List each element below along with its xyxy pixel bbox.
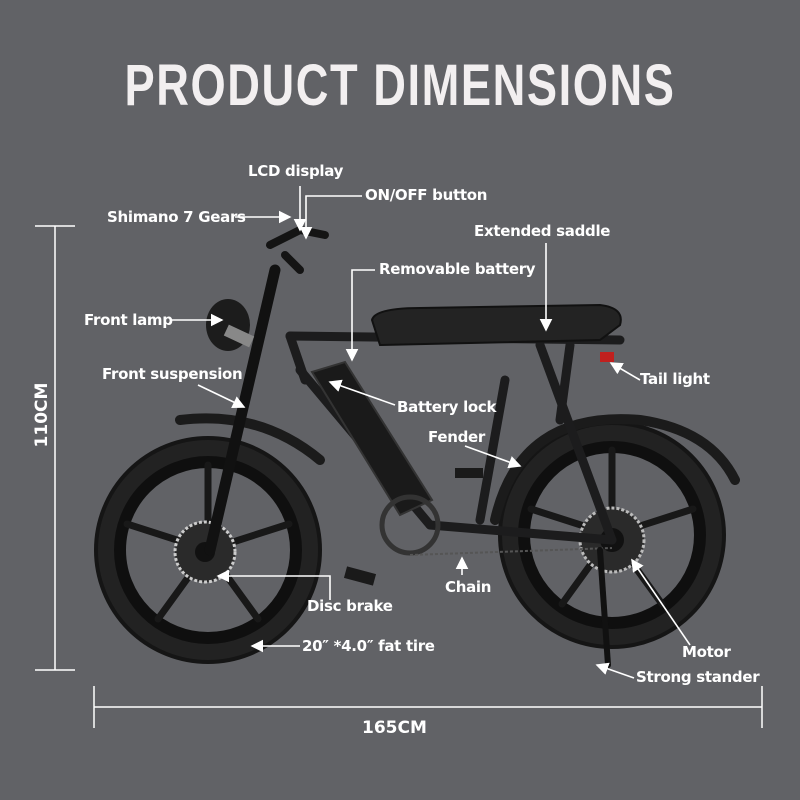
tail-light: [600, 352, 614, 362]
motor-leader: [631, 558, 691, 646]
stander-leader: [595, 662, 635, 679]
callout-tail-light: Tail light: [640, 370, 710, 388]
fenders: [175, 413, 740, 525]
callout-strong-stander: Strong stander: [636, 668, 760, 686]
page-title: PRODUCT DIMENSIONS: [124, 53, 676, 118]
front-lamp: [206, 299, 255, 351]
suspension-leader: [197, 384, 246, 408]
length-label: 165CM: [362, 718, 427, 738]
callout-battery-lock: Battery lock: [397, 398, 497, 416]
callout-extended-saddle: Extended saddle: [474, 222, 611, 240]
callout-shimano-gears: Shimano 7 Gears: [107, 208, 246, 226]
callout-chain: Chain: [445, 578, 492, 596]
callout-front-suspension: Front suspension: [102, 365, 243, 383]
length-dimension-line: [93, 686, 763, 728]
kickstand: [597, 547, 611, 668]
fork: [204, 264, 281, 556]
battery-leader: [345, 269, 375, 362]
crank-chain: [343, 468, 613, 586]
handlebar: [266, 225, 329, 274]
callout-front-lamp: Front lamp: [84, 311, 173, 329]
height-label: 110CM: [32, 382, 52, 448]
onoff-leader: [299, 195, 362, 240]
fender-leader: [464, 445, 522, 469]
callout-on-off-button: ON/OFF button: [365, 186, 488, 204]
callout-lcd-display: LCD display: [248, 162, 344, 180]
tail-leader: [609, 362, 641, 381]
callout-disc-brake: Disc brake: [307, 597, 393, 615]
callout-fender: Fender: [428, 428, 485, 446]
battery: [310, 360, 434, 517]
disc-leader: [216, 569, 331, 600]
height-dimension-line: [35, 225, 75, 671]
lock-leader: [328, 379, 396, 406]
callout-fat-tire: 20″ *4.0″ fat tire: [302, 637, 435, 655]
saddle: [370, 303, 622, 347]
callout-removable-battery: Removable battery: [379, 260, 536, 278]
callout-motor: Motor: [682, 643, 731, 661]
